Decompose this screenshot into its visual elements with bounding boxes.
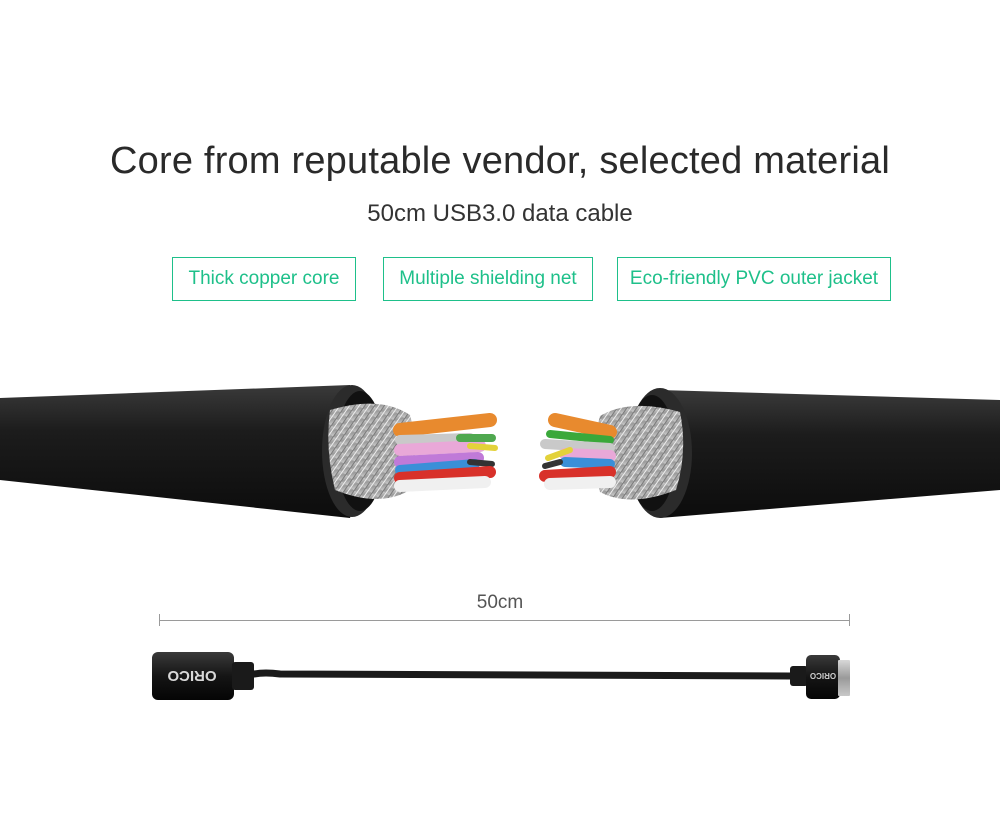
orico-logo-right: ORICO xyxy=(810,671,836,680)
usb-cable-product-image: ORICO ORICO xyxy=(152,652,850,700)
feature-tag-pvc-jacket: Eco-friendly PVC outer jacket xyxy=(617,257,891,301)
right-cable-jacket xyxy=(628,388,1000,518)
left-shielding-braid xyxy=(328,403,415,499)
feature-tag-shielding-net: Multiple shielding net xyxy=(383,257,593,301)
headline-subtitle: 50cm USB3.0 data cable xyxy=(367,200,633,227)
length-label: 50cm xyxy=(476,592,524,613)
length-tick-right xyxy=(849,614,850,626)
cable-wire xyxy=(250,669,812,680)
orico-logo-left: ORICO xyxy=(167,667,217,684)
length-tick-left xyxy=(159,614,160,626)
headline-title: Core from reputable vendor, selected mat… xyxy=(110,140,890,182)
left-cable-jacket xyxy=(0,385,384,518)
left-wire-bundle xyxy=(393,413,498,492)
micro-b-connector: ORICO xyxy=(790,655,850,699)
length-dimension-line xyxy=(159,620,849,621)
right-wire-bundle xyxy=(539,413,617,490)
feature-tag-copper-core: Thick copper core xyxy=(172,257,356,301)
usb-a-connector: ORICO xyxy=(152,652,254,700)
cable-cross-section-illustration xyxy=(0,385,1000,518)
right-shielding-braid xyxy=(595,405,684,500)
